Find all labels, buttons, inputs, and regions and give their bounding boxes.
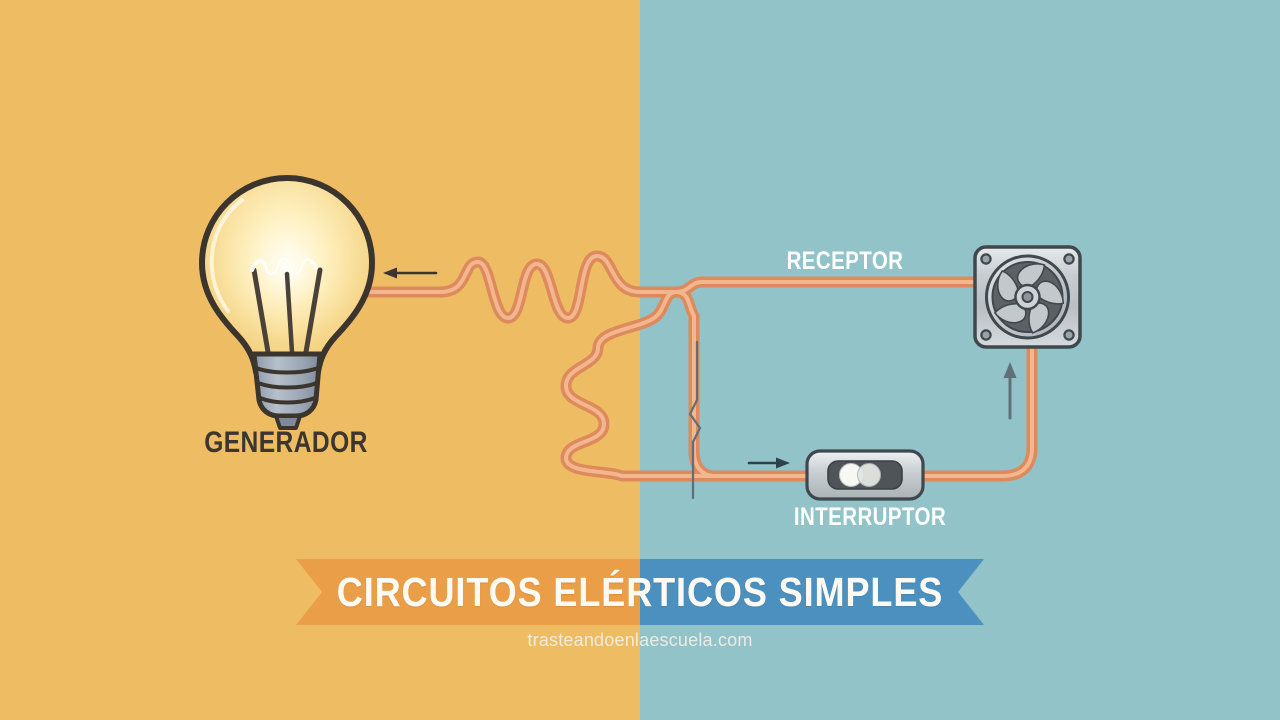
wire-bottom-right — [912, 324, 1038, 482]
label-generador: GENERADOR — [204, 426, 368, 459]
label-interruptor: INTERRUPTOR — [793, 503, 947, 531]
label-receptor: RECEPTOR — [786, 247, 904, 275]
flow-arrow-right-icon — [747, 457, 790, 469]
flow-arrow-up-icon — [1003, 362, 1017, 420]
resistor-break-line-icon — [688, 340, 702, 500]
flow-arrow-left-icon — [383, 267, 438, 279]
title-ribbon — [296, 559, 984, 625]
title-banner: CIRCUITOS ELÉRTICOS SIMPLES — [296, 559, 984, 625]
site-url: trasteandoenlaescuela.com — [527, 630, 753, 650]
fan-motor-icon — [973, 245, 1082, 349]
wire-branch-down-left — [560, 286, 682, 482]
switch-icon[interactable] — [805, 449, 925, 501]
poster-title: CIRCUITOS ELÉRTICOS SIMPLES — [336, 568, 944, 615]
light-bulb-icon — [199, 175, 375, 430]
